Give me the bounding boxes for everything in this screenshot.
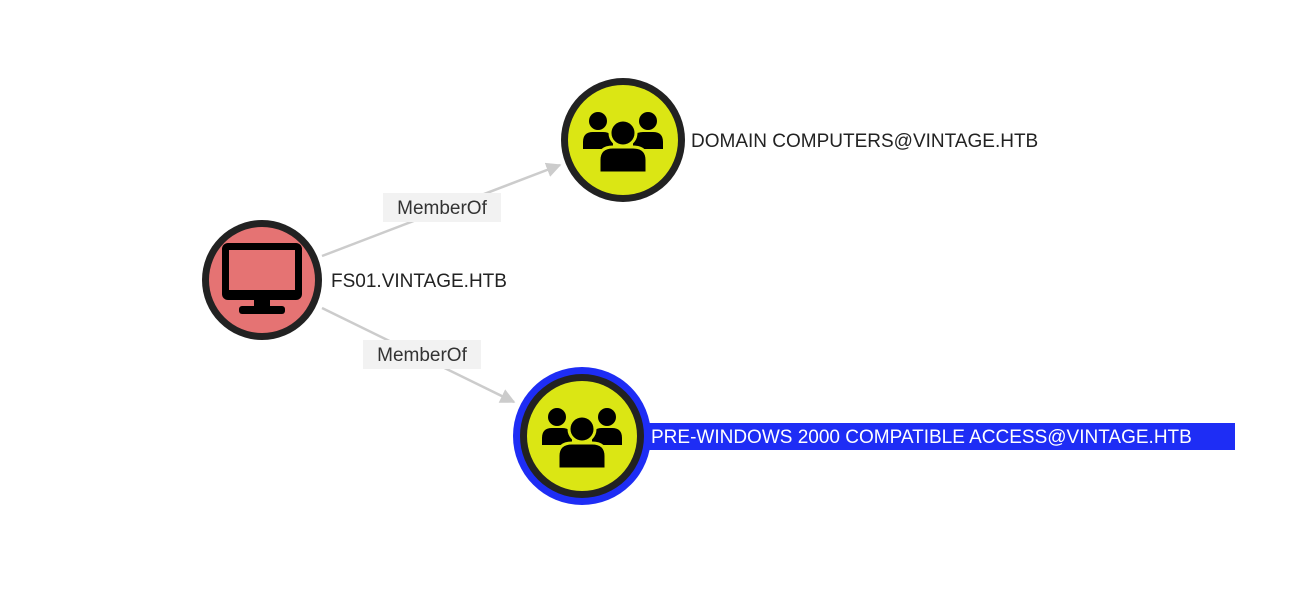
users-group-icon (542, 408, 622, 471)
edge-label: MemberOf (377, 345, 467, 366)
edge-label-background (363, 340, 481, 369)
edges: MemberOf MemberOf (321, 162, 562, 404)
node-label: DOMAIN COMPUTERS@VINTAGE.HTB (691, 131, 1038, 152)
node-label: PRE-WINDOWS 2000 COMPATIBLE ACCESS@VINTA… (651, 427, 1192, 448)
users-group-icon (583, 112, 663, 175)
edge-memberof-domain-computers[interactable]: MemberOf (321, 162, 562, 258)
desktop-computer-icon (222, 243, 302, 314)
edge-label: MemberOf (397, 198, 487, 219)
node-pre-windows-2000-group[interactable]: PRE-WINDOWS 2000 COMPATIBLE ACCESS@VINTA… (513, 367, 1235, 505)
node-label: FS01.VINTAGE.HTB (331, 271, 507, 292)
node-domain-computers-group[interactable]: DOMAIN COMPUTERS@VINTAGE.HTB (561, 78, 1038, 202)
edge-memberof-pre-windows-2000[interactable]: MemberOf (321, 306, 516, 404)
selected-label-highlight (647, 423, 1235, 450)
node-fs01-computer[interactable]: FS01.VINTAGE.HTB (202, 220, 507, 340)
edge-label-background (383, 193, 501, 222)
